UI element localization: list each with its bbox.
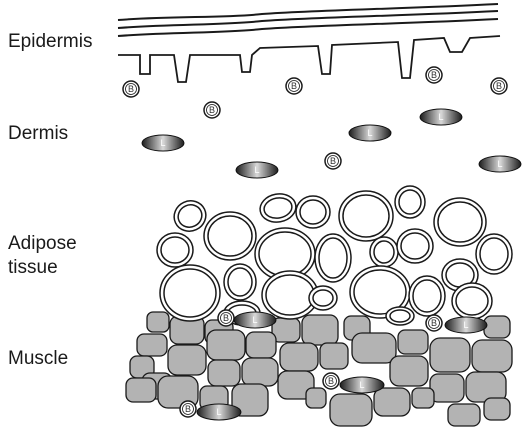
svg-text:B: B bbox=[431, 318, 437, 328]
muscle-fiber bbox=[302, 315, 338, 345]
b-cell: B bbox=[323, 373, 339, 389]
b-cell: B bbox=[180, 401, 196, 417]
muscle-fiber bbox=[430, 338, 470, 372]
dermis-label: Dermis bbox=[8, 123, 68, 144]
adipocyte bbox=[258, 191, 298, 225]
b-cell: B bbox=[426, 67, 442, 83]
l-cell: L bbox=[142, 135, 184, 151]
svg-text:B: B bbox=[185, 404, 191, 414]
l-cell: L bbox=[197, 404, 241, 420]
svg-text:B: B bbox=[431, 70, 437, 80]
adipocyte bbox=[339, 191, 393, 241]
muscle-fiber bbox=[137, 334, 167, 356]
svg-text:L: L bbox=[160, 138, 165, 148]
adipocyte bbox=[397, 229, 433, 263]
l-cell: L bbox=[479, 156, 521, 172]
epidermis-layer bbox=[118, 4, 500, 82]
l-cell: L bbox=[445, 317, 487, 333]
l-cell: L bbox=[420, 109, 462, 125]
epidermis-surface-line-2 bbox=[118, 11, 498, 28]
svg-text:B: B bbox=[328, 376, 334, 386]
adipocyte bbox=[204, 212, 256, 260]
svg-text:L: L bbox=[463, 320, 468, 330]
adipocyte bbox=[370, 237, 398, 267]
epidermis-surface-line-3 bbox=[118, 19, 498, 36]
svg-text:B: B bbox=[128, 84, 134, 94]
adipocyte bbox=[395, 186, 425, 218]
b-cell: B bbox=[426, 315, 442, 331]
adipocyte bbox=[409, 276, 445, 316]
svg-text:B: B bbox=[223, 313, 229, 323]
svg-text:L: L bbox=[254, 165, 259, 175]
muscle-fiber bbox=[430, 374, 464, 402]
b-cell: B bbox=[325, 153, 341, 169]
muscle-fiber bbox=[306, 388, 326, 408]
epidermis-label: Epidermis bbox=[8, 31, 92, 52]
muscle-fiber bbox=[320, 343, 348, 369]
muscle-fiber bbox=[208, 360, 240, 386]
muscle-fiber bbox=[412, 388, 434, 408]
muscle-fiber bbox=[472, 340, 512, 372]
svg-text:L: L bbox=[367, 128, 372, 138]
l-cell: L bbox=[340, 377, 384, 393]
b-cell: B bbox=[491, 78, 507, 94]
b-cell: B bbox=[286, 78, 302, 94]
dermis-cells: B B B B B B L bbox=[123, 67, 521, 178]
muscle-fiber bbox=[448, 404, 480, 426]
muscle-fiber bbox=[207, 330, 245, 360]
b-cell: B bbox=[218, 310, 234, 326]
adipocyte bbox=[476, 234, 512, 274]
muscle-fiber bbox=[374, 388, 410, 416]
b-cell: B bbox=[123, 81, 139, 97]
muscle-label: Muscle bbox=[8, 348, 68, 369]
l-cell: L bbox=[236, 162, 278, 178]
muscle-fiber bbox=[398, 330, 428, 354]
adipocyte bbox=[296, 196, 330, 228]
svg-text:L: L bbox=[252, 315, 257, 325]
adipose-label-line2: tissue bbox=[8, 257, 58, 278]
muscle-fiber bbox=[246, 332, 276, 358]
l-cell: L bbox=[234, 312, 276, 328]
adipose-layer bbox=[157, 186, 512, 325]
adipocyte bbox=[434, 198, 486, 246]
adipose-label-line1: Adipose bbox=[8, 233, 77, 254]
svg-text:L: L bbox=[497, 159, 502, 169]
svg-text:L: L bbox=[359, 380, 364, 390]
adipocyte bbox=[452, 283, 492, 319]
svg-text:L: L bbox=[216, 407, 221, 417]
muscle-fiber bbox=[484, 316, 510, 338]
l-cell: L bbox=[349, 125, 391, 141]
muscle-fiber bbox=[280, 343, 318, 371]
svg-text:L: L bbox=[438, 112, 443, 122]
muscle-fiber bbox=[126, 378, 156, 402]
svg-text:B: B bbox=[209, 105, 215, 115]
muscle-fiber bbox=[352, 333, 396, 363]
muscle-fiber bbox=[484, 398, 510, 420]
svg-text:B: B bbox=[330, 156, 336, 166]
b-cell: B bbox=[204, 102, 220, 118]
adipocyte bbox=[309, 286, 337, 310]
muscle-fiber bbox=[168, 345, 206, 375]
adipocyte bbox=[157, 233, 193, 267]
adipocyte bbox=[386, 307, 414, 325]
svg-text:B: B bbox=[291, 81, 297, 91]
muscle-fiber bbox=[330, 394, 372, 426]
adipocyte bbox=[224, 264, 256, 300]
muscle-fiber bbox=[147, 312, 169, 332]
adipocyte bbox=[160, 265, 220, 321]
muscle-fiber bbox=[390, 356, 428, 386]
svg-text:B: B bbox=[496, 81, 502, 91]
adipocyte bbox=[315, 234, 351, 282]
muscle-fiber bbox=[242, 358, 278, 386]
